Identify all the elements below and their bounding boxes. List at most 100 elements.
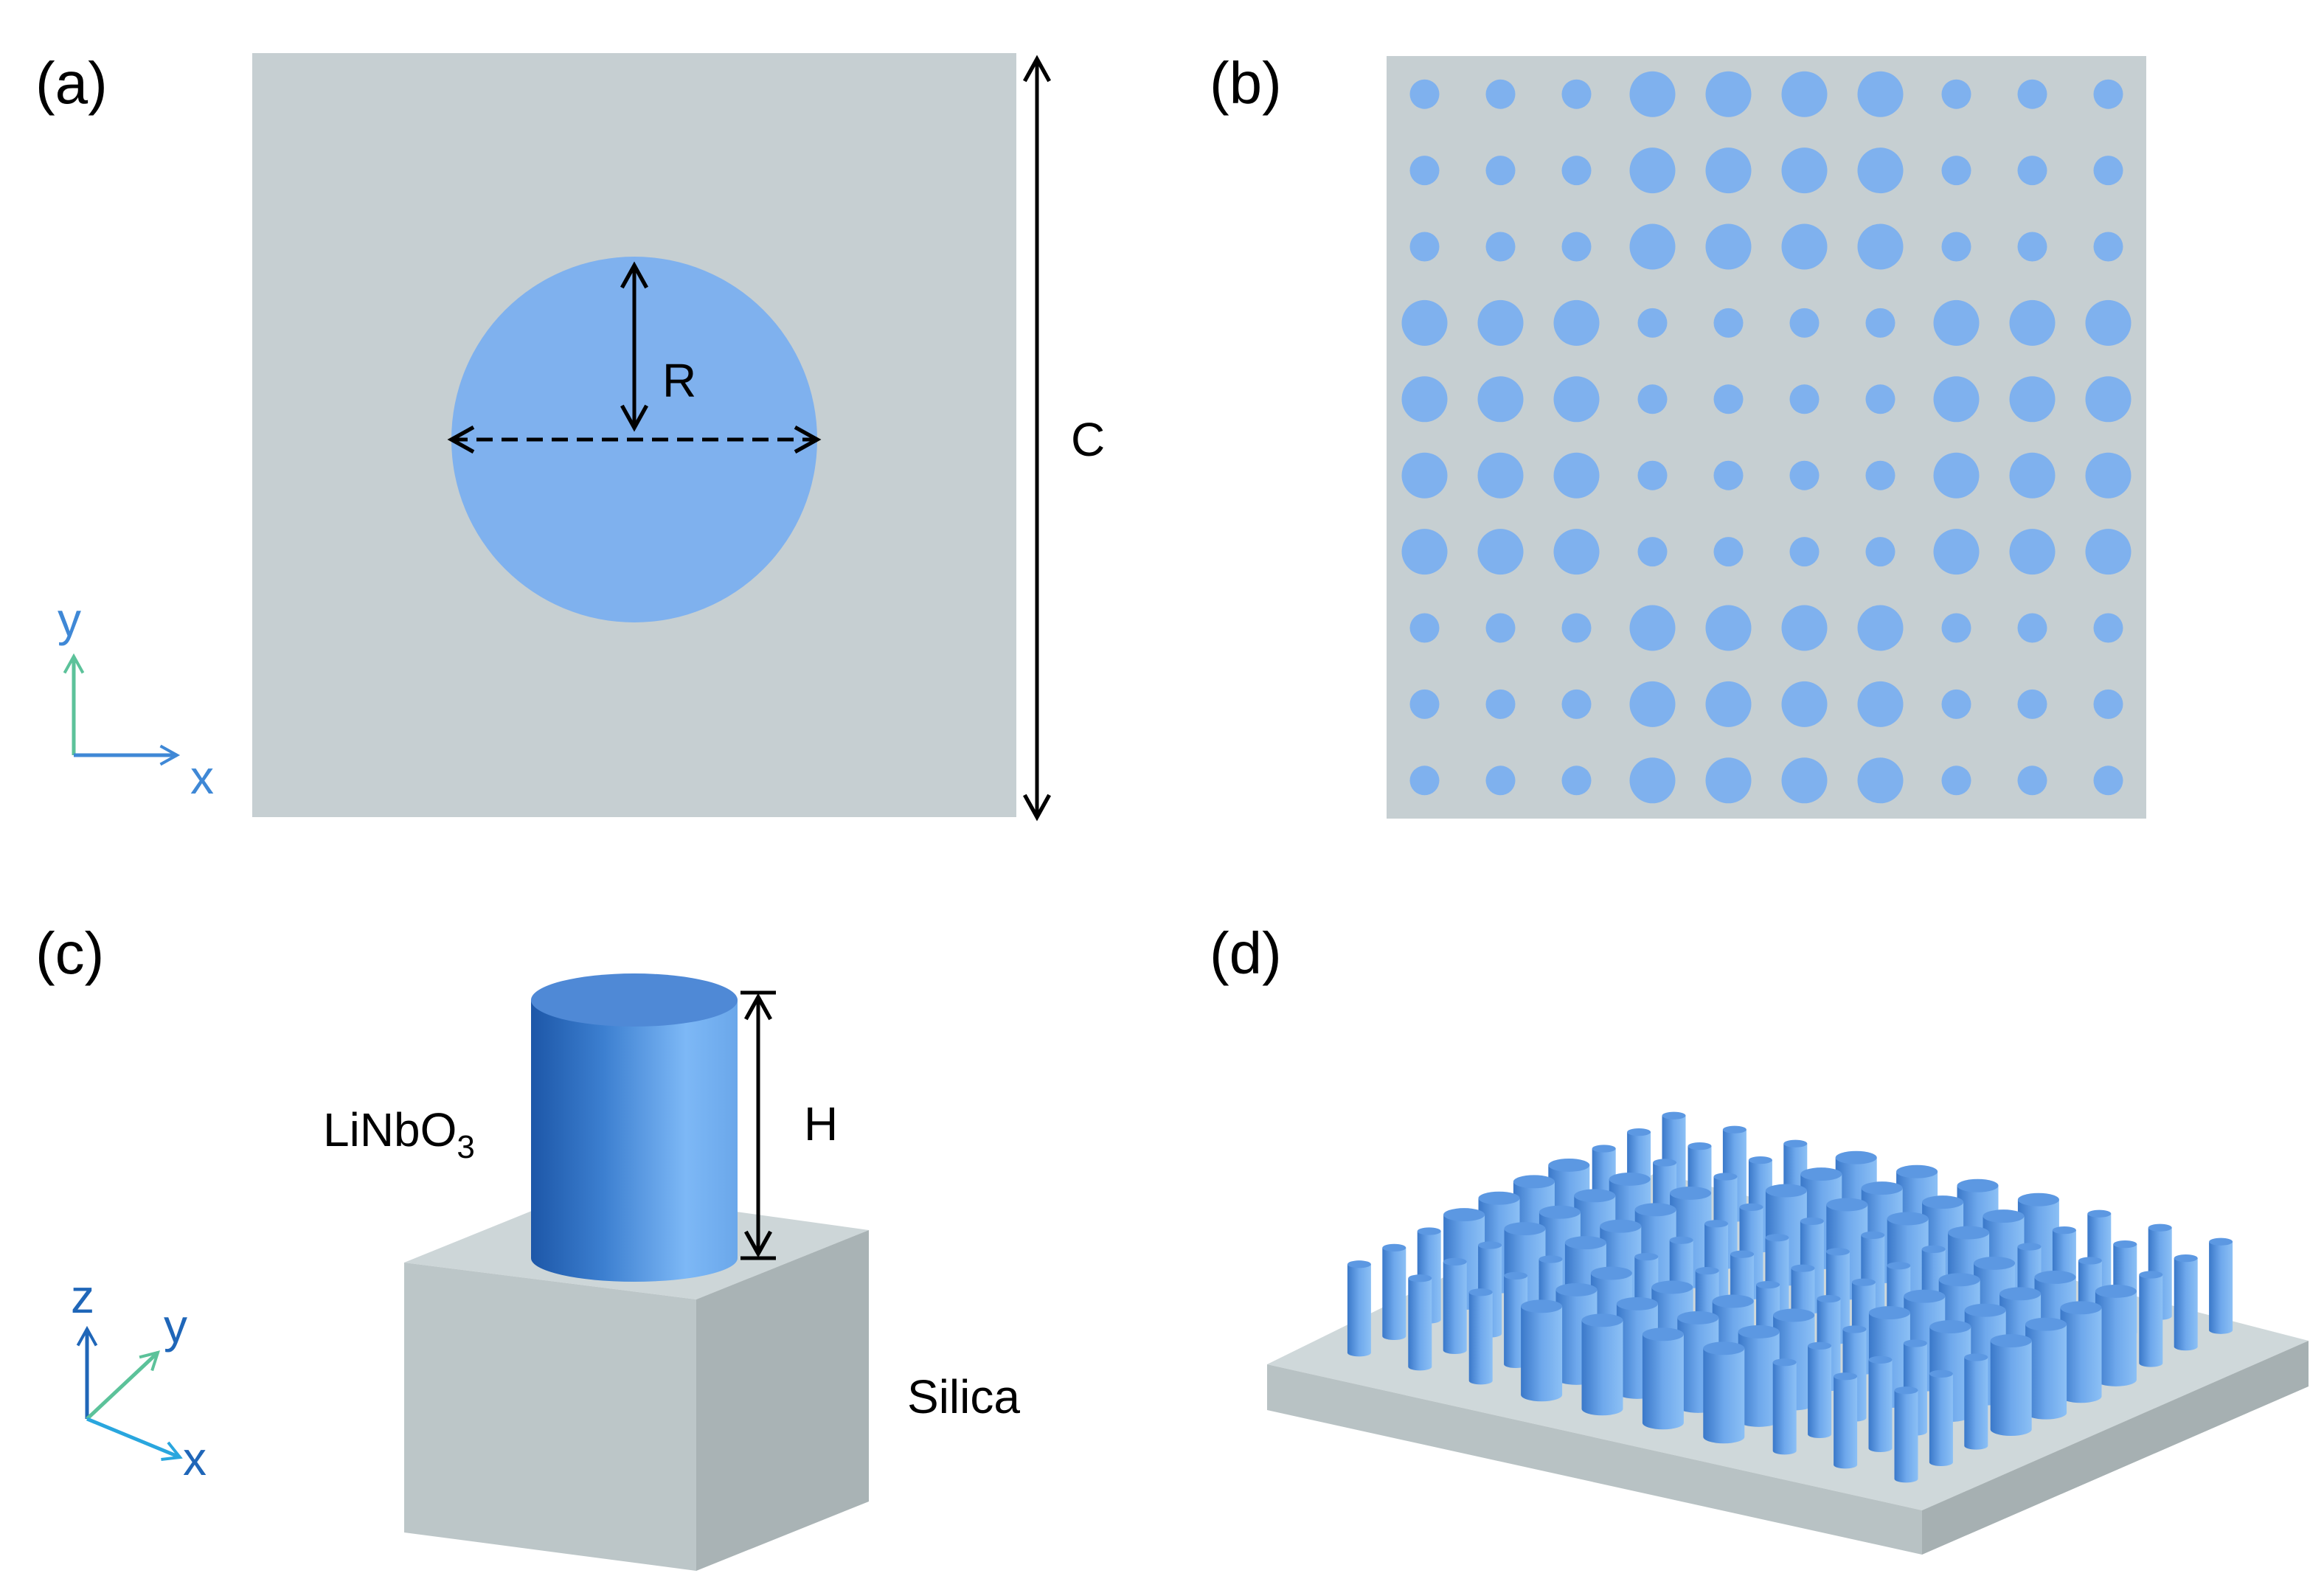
pillar-3d-cap [1773, 1308, 1815, 1322]
pillar-3d-element [1443, 1257, 1467, 1355]
pillar-3d-body [2025, 1324, 2067, 1420]
pillar-3d-cap [1677, 1310, 1719, 1325]
pillar-3d-element [1382, 1243, 1406, 1341]
pillar-dot [1477, 529, 1524, 575]
pillar-dot [1629, 681, 1676, 727]
pillar-dot [1941, 613, 1971, 643]
pillar-3d-body [1347, 1264, 1371, 1357]
period-label: C [1071, 413, 1105, 466]
pillar-dot [1865, 308, 1895, 338]
pillar-dot [1941, 156, 1971, 186]
pillar-3d-body [2095, 1291, 2137, 1386]
pillar-dot [1857, 147, 1904, 194]
pillar-dot [2093, 766, 2123, 796]
pillar-3d-cap [1948, 1226, 1990, 1240]
pillar-3d-cap [2148, 1223, 2172, 1232]
pillar-3d-cap [2052, 1226, 2076, 1235]
pillar-dot [2017, 689, 2047, 719]
metasurface-3d [1267, 1111, 2309, 1555]
pillar-3d-cap [1590, 1266, 1632, 1280]
pillar-dot [1781, 605, 1828, 651]
pillar-dot [1705, 147, 1752, 194]
pillar-3d-body [1868, 1359, 1893, 1453]
pillar-dot [1485, 79, 1516, 109]
panel-d: (d) [1210, 920, 2309, 1555]
pillar-3d-cap [2078, 1257, 2102, 1265]
pillar-dot [2017, 766, 2047, 796]
pillar-dot [1933, 376, 1980, 423]
pillar-3d-cap [1513, 1175, 1555, 1189]
pillar-dot [2085, 299, 2132, 346]
pillar-dot [2085, 452, 2132, 499]
pillar-dot [1561, 689, 1592, 719]
pillar-3d-cap [1642, 1327, 1684, 1341]
pillar-dot [1409, 766, 1440, 796]
pillar-dot [1409, 79, 1440, 109]
pillar-3d-element [2060, 1301, 2102, 1403]
pillar-3d-cap [1504, 1271, 1528, 1280]
pillar-dot [1705, 605, 1752, 651]
pillar-dot [1409, 689, 1440, 719]
pillar-dot [1485, 232, 1516, 262]
pillar-3d-cap [1817, 1294, 1841, 1303]
pillar-dot [1941, 766, 1971, 796]
pillar-3d-cap [1539, 1255, 1563, 1263]
pillar-3d-element [1964, 1353, 1988, 1450]
pillar-dot [1857, 681, 1904, 727]
pillar-3d-cap [1627, 1128, 1651, 1136]
pillar-3d-cap [1748, 1156, 1772, 1164]
pillar-3d-cap [1861, 1181, 1903, 1195]
slab-front-face [1267, 1364, 1922, 1555]
pillar-dot [1781, 147, 1828, 194]
x-axis-label: x [190, 751, 214, 804]
pillar-3d-element [1772, 1358, 1797, 1455]
pillar-dot [1933, 299, 1980, 346]
pillar-top-face [531, 973, 738, 1027]
pillar-3d-cap [2209, 1237, 2233, 1246]
substrate-material-label: Silica [907, 1370, 1020, 1423]
pillar-dot [1705, 681, 1752, 727]
pillar-dot [1629, 71, 1676, 117]
pillar-3d-cap [1783, 1139, 1808, 1148]
pillar-dot [1781, 681, 1828, 727]
pillar-material-main: LiNbO [323, 1103, 457, 1156]
pillar-3d-cap [1478, 1241, 1502, 1249]
pillar-3d-cap [1800, 1217, 1824, 1226]
pillar-3d-cap [1835, 1150, 1877, 1164]
pillar-3d-cap [1903, 1339, 1927, 1347]
pillar-dot [1789, 537, 1820, 567]
pillar-3d-element [1642, 1327, 1684, 1430]
pillar-3d-element [1703, 1341, 1745, 1444]
pillar-3d-cap [2113, 1240, 2137, 1249]
pillar-dot [1713, 384, 1744, 414]
pillar-3d-cap [1825, 1248, 1850, 1256]
pillar-3d-cap [1938, 1273, 1980, 1287]
pillar-dot [1781, 71, 1828, 117]
pillar-3d-cap [1609, 1172, 1651, 1186]
pillar-3d-cap [1713, 1173, 1738, 1181]
pillar-3d-cap [1703, 1341, 1745, 1355]
pillar-3d-cap [1555, 1282, 1598, 1296]
metasurface-top-view [1387, 56, 2146, 819]
pillar-3d-cap [1712, 1294, 1754, 1308]
pillar-array-3d [1347, 1111, 2233, 1483]
pillar-dot [1713, 460, 1744, 490]
pillar-3d-cap [1478, 1191, 1520, 1205]
panel-c-label: (c) [35, 920, 104, 986]
pillar-3d-element [1738, 1325, 1780, 1427]
pillar-3d-cap [1868, 1355, 1893, 1364]
pillar-dot [1789, 308, 1820, 338]
pillar-dot [2009, 529, 2056, 575]
pillar-3d-element [1868, 1355, 1893, 1453]
pillar-dot [1865, 460, 1895, 490]
pillar-3d-cap [1443, 1257, 1467, 1266]
pillar-grid-top-view [1401, 71, 2132, 804]
pillar-3d-cap [1800, 1167, 1842, 1181]
pillar-3d-body [1468, 1292, 1493, 1385]
pillar-dot [1637, 460, 1668, 490]
pillar-3d-element [1347, 1260, 1371, 1357]
pillar-3d-cap [1842, 1325, 1867, 1333]
pillar-3d-cap [1687, 1142, 1712, 1150]
pillar-dot [2093, 79, 2123, 109]
pillar-3d-cap [1887, 1212, 1929, 1226]
